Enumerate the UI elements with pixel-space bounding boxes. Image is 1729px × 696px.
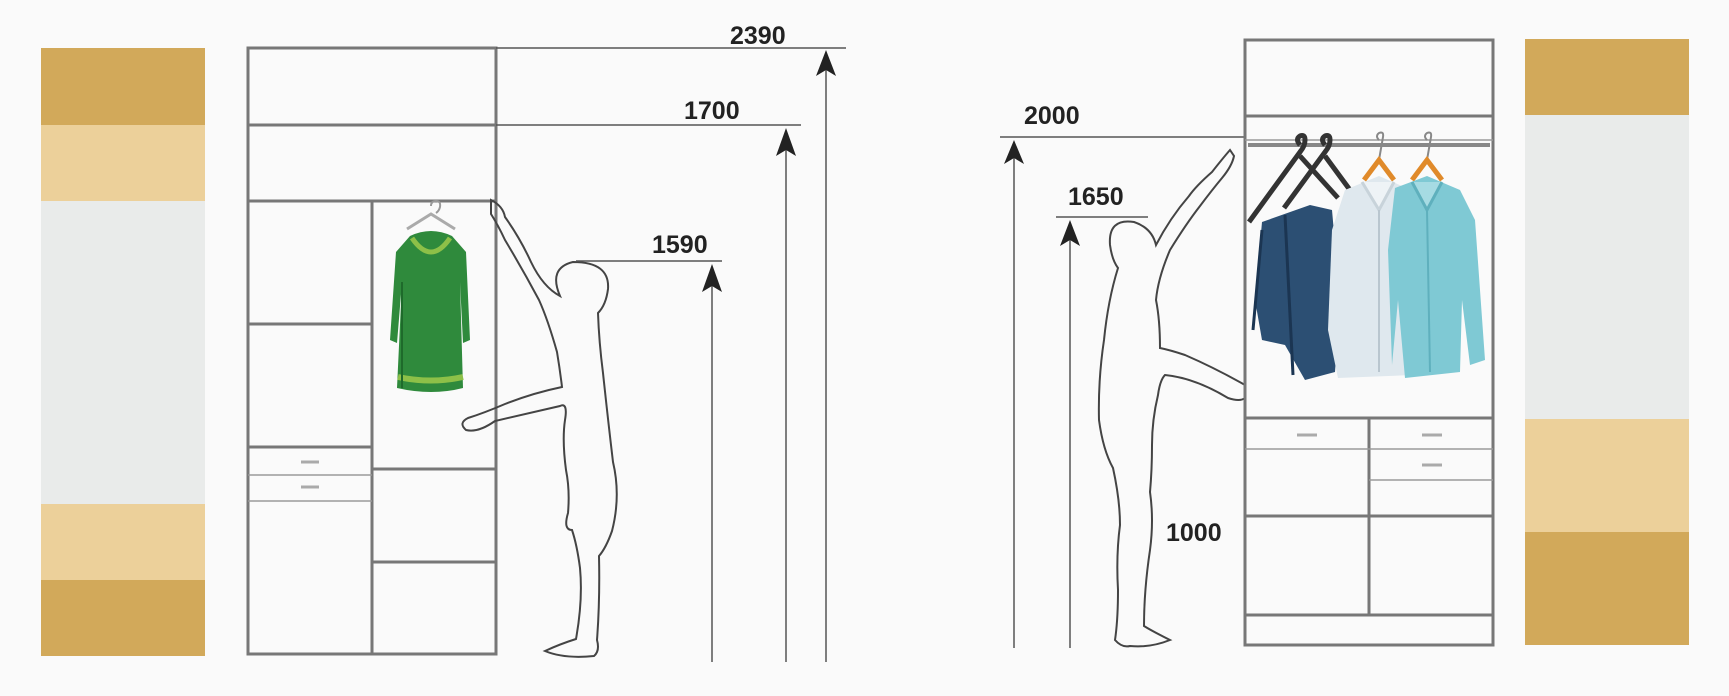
zone-bar-left-bottom-light (41, 504, 205, 580)
left-wardrobe (246, 46, 498, 656)
right-zone-bar (1525, 39, 1689, 645)
dimension-label-1000: 1000 (1166, 519, 1222, 547)
arrowhead-1590 (702, 264, 722, 292)
dimension-label-1650: 1650 (1068, 183, 1124, 211)
right-wardrobe (1243, 38, 1495, 647)
arrowhead-2390 (816, 50, 836, 76)
left-zone-bar (41, 48, 205, 656)
navy-jacket (1255, 205, 1340, 380)
zone-bar-left-bottom-dark (41, 580, 205, 656)
person-silhouette-left (461, 198, 618, 658)
arrowhead-1650 (1060, 220, 1080, 246)
dress-icon (390, 199, 470, 392)
hanging-clothes-icon (1246, 131, 1485, 380)
zone-bar-right-bottom-light (1525, 419, 1689, 532)
zone-bar-right-top-dark (1525, 39, 1689, 115)
left-dimensions: 2390 1700 1590 (496, 22, 846, 662)
zone-bar-left-middle (41, 201, 205, 504)
dimension-label-2000: 2000 (1024, 102, 1080, 130)
dimension-label-2390: 2390 (730, 22, 786, 50)
dimension-label-1700: 1700 (684, 97, 740, 125)
zone-bar-left-top-dark (41, 48, 205, 125)
arrowhead-1700 (776, 128, 796, 156)
light-blue-shirt (1388, 176, 1485, 378)
person-silhouette-right (1097, 148, 1246, 648)
zone-bar-left-top-light (41, 125, 205, 201)
right-dimensions: 2000 1650 1000 (1000, 102, 1246, 648)
zone-bar-right-middle (1525, 115, 1689, 419)
right-wardrobe-frame (1243, 38, 1495, 647)
dimension-label-1590: 1590 (652, 231, 708, 259)
arrowhead-2000 (1004, 140, 1024, 164)
zone-bar-right-bottom-dark (1525, 532, 1689, 645)
